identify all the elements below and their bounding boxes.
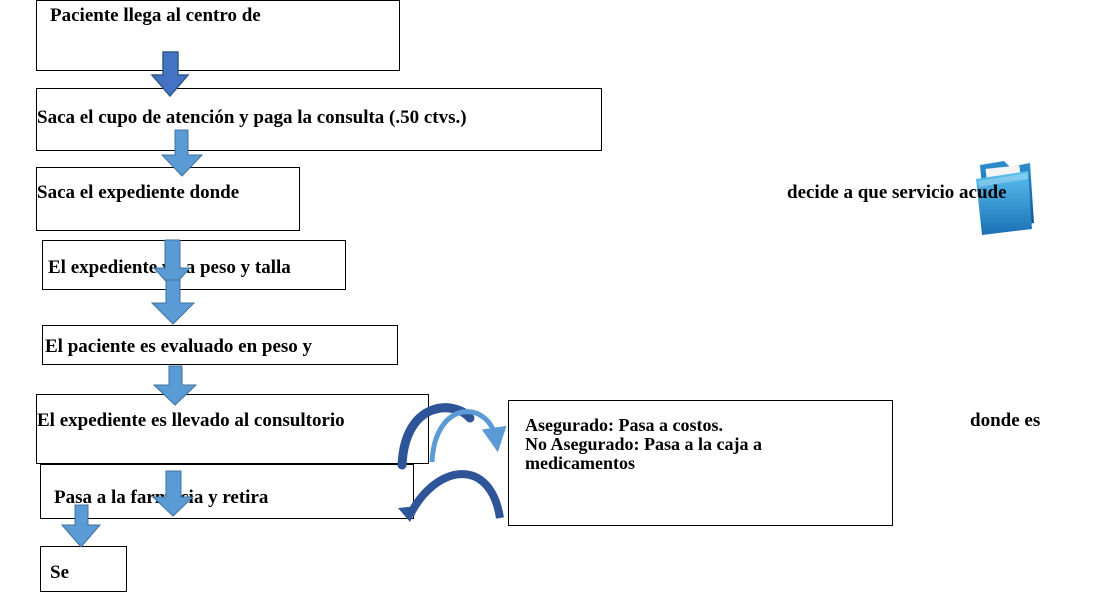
branch-box xyxy=(508,400,893,526)
branch-uninsured-label: No Asegurado: Pasa a la caja a xyxy=(525,434,762,454)
step-arrival-label: Paciente llega al centro de xyxy=(50,5,261,26)
down-arrow-6 xyxy=(151,470,195,517)
down-arrow-1 xyxy=(150,51,190,98)
step-box-arrival xyxy=(36,0,400,71)
step-record-label: Saca el expediente donde xyxy=(37,182,240,203)
step-evaluation-label: El paciente es evaluado en peso y xyxy=(45,336,313,357)
step-box-evaluation xyxy=(42,325,398,365)
down-arrow-3 xyxy=(152,239,192,289)
branch-insured-label: Asegurado: Pasa a costos. xyxy=(525,415,723,435)
step-final-label: Se xyxy=(50,562,69,583)
down-arrow-5 xyxy=(152,365,198,406)
step-box-pharmacy xyxy=(40,464,414,519)
curve-arrow-return-head xyxy=(398,506,418,522)
step-box-final xyxy=(40,546,127,592)
step-box-record xyxy=(36,167,300,231)
folder-icon xyxy=(976,161,1034,235)
step-box-weight xyxy=(42,240,346,290)
branch-medicines-label: medicamentos xyxy=(525,453,635,473)
step-record-right-label: decide a que servicio acude xyxy=(787,182,1007,203)
step-box-ticket xyxy=(36,88,602,151)
curve-arrow-return xyxy=(406,470,504,519)
down-arrow-4 xyxy=(150,279,196,325)
step-ticket-label: Saca el cupo de atención y paga la consu… xyxy=(37,107,467,128)
curve-arrow-inner xyxy=(429,409,507,463)
step-box-consult xyxy=(36,394,429,464)
down-arrow-2 xyxy=(160,129,204,177)
step-consult-right-label: donde es xyxy=(970,410,1041,431)
step-consult-label: El expediente es llevado al consultorio xyxy=(37,410,345,431)
down-arrow-7 xyxy=(60,504,102,548)
